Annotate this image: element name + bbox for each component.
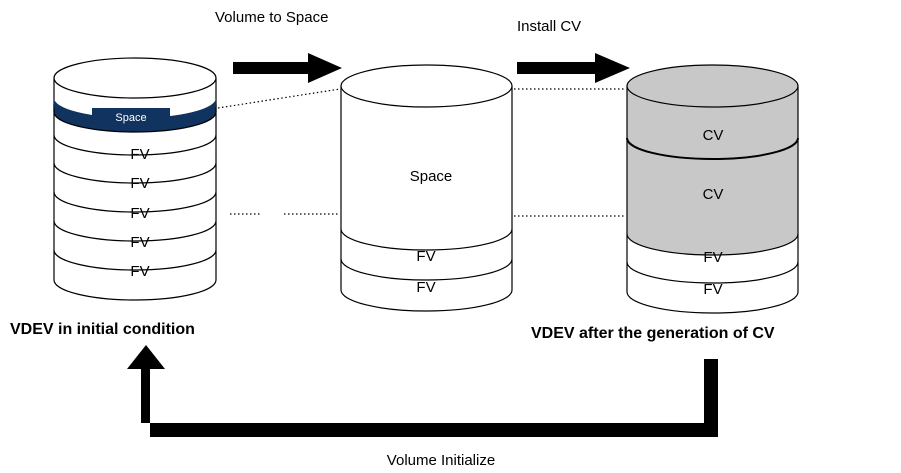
- fv-label: FV: [703, 281, 722, 298]
- space-label: Space: [115, 112, 146, 124]
- fv-label: FV: [130, 263, 149, 280]
- fv-label: FV: [416, 279, 435, 296]
- fv-label: FV: [130, 175, 149, 192]
- cylinder-after-bottom: [626, 291, 799, 314]
- segment-divider: [340, 228, 513, 251]
- step-label-volume-initialize: Volume Initialize: [387, 452, 495, 469]
- caption-initial: VDEV in initial condition: [10, 321, 195, 338]
- cv-divider: [626, 137, 799, 160]
- arrow-volume-initialize: [127, 345, 718, 437]
- segment-divider: [53, 162, 217, 184]
- cylinder-after-top: [626, 64, 799, 108]
- cylinder-initial-top: [53, 57, 217, 99]
- space-label: Space: [410, 168, 453, 185]
- cylinder-after: CV CV FV FV: [626, 64, 799, 314]
- segment-divider: [626, 261, 799, 284]
- segment-divider: [53, 134, 217, 156]
- segment-divider: [53, 191, 217, 213]
- cylinder-initial: Space FV FV FV FV FV: [53, 57, 217, 301]
- cv-region: [627, 86, 798, 255]
- caption-after: VDEV after the generation of CV: [531, 325, 775, 342]
- fv-label: FV: [130, 205, 149, 222]
- fv-label: FV: [130, 146, 149, 163]
- segment-divider: [53, 249, 217, 271]
- cylinder-initial-bottom: [53, 279, 217, 301]
- cylinder-middle-bottom: [340, 289, 513, 312]
- cylinder-middle-top: [340, 64, 513, 108]
- step-label-volume-to-space: Volume to Space: [215, 9, 328, 26]
- fv-label: FV: [130, 234, 149, 251]
- arrow-volume-to-space: [233, 53, 342, 83]
- fv-label: FV: [416, 248, 435, 265]
- segment-divider: [626, 233, 799, 256]
- step-label-install-cv: Install CV: [517, 18, 581, 35]
- cv-label: CV: [703, 186, 724, 203]
- arrow-install-cv: [517, 53, 630, 83]
- segment-divider: [340, 258, 513, 281]
- cv-label: CV: [703, 127, 724, 144]
- segment-divider: [53, 220, 217, 242]
- dotted-connector: [217, 88, 341, 109]
- cylinder-middle: Space FV FV: [340, 64, 513, 312]
- space-label-box: [92, 108, 170, 124]
- fv-label: FV: [703, 249, 722, 266]
